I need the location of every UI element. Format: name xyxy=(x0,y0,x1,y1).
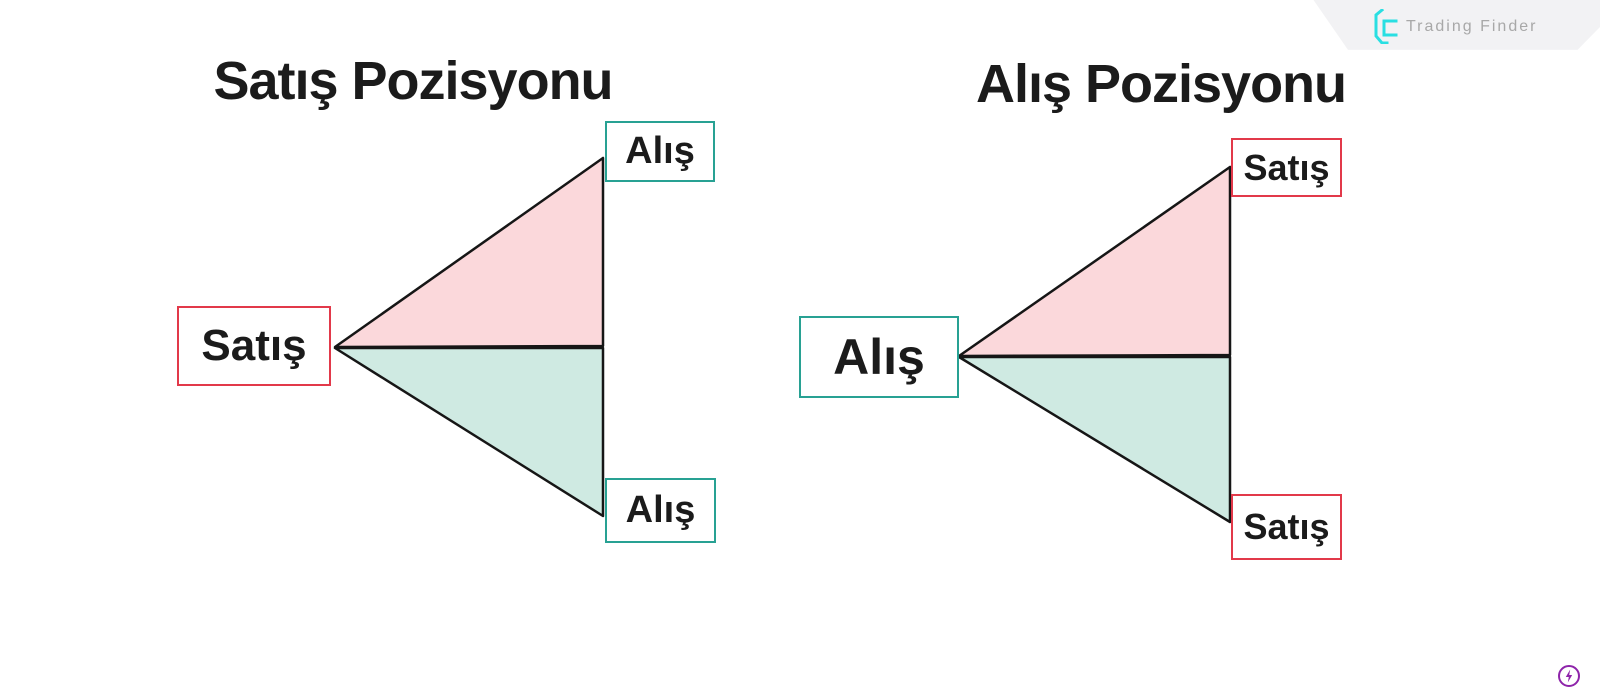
buy-lower-triangle xyxy=(957,355,1232,524)
buy-upper-triangle xyxy=(957,165,1232,358)
flash-icon xyxy=(1558,665,1580,687)
sell-lower-triangle xyxy=(333,346,605,518)
buy-bottom-label: Satış xyxy=(1231,494,1342,560)
buy-apex-label: Alış xyxy=(799,316,959,398)
sell-bottom-label: Alış xyxy=(605,478,716,543)
sell-upper-triangle xyxy=(333,156,605,349)
trading-finder-logo-icon xyxy=(1374,9,1398,44)
buy-position-title: Alış Pozisyonu xyxy=(975,54,1347,114)
trading-finder-logo-text: Trading Finder xyxy=(1406,18,1538,35)
sell-apex-label: Satış xyxy=(177,306,331,386)
buy-top-label: Satış xyxy=(1231,138,1342,197)
sell-top-label: Alış xyxy=(605,121,715,182)
sell-position-title: Satış Pozisyonu xyxy=(213,51,613,111)
trading-finder-banner: Trading Finder xyxy=(1313,0,1600,50)
